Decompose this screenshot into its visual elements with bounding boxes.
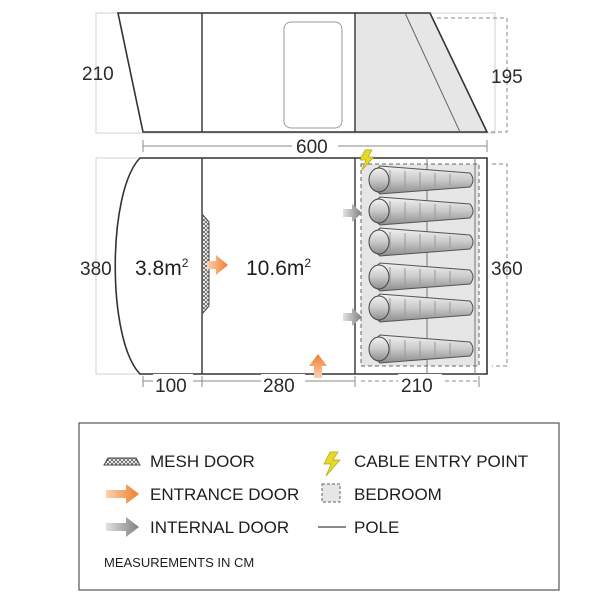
dim-label-bg bbox=[153, 374, 193, 396]
floor-width-right-label: 360 bbox=[491, 259, 523, 280]
length-dimension: 600 bbox=[142, 136, 488, 158]
length-label: 600 bbox=[296, 137, 328, 158]
legend-label-mesh-door: MESH DOOR bbox=[150, 452, 255, 471]
floor-mesh-door bbox=[201, 212, 210, 316]
floor-width-left-label: 380 bbox=[80, 259, 112, 280]
internal-door-arrow bbox=[343, 308, 362, 326]
legend: MESH DOOR CABLE ENTRY POINT ENTRANCE DOO… bbox=[78, 422, 560, 591]
floor-plan: 3.8m2 10.6m2 380 360 bbox=[80, 149, 523, 378]
legend-label-bedroom: BEDROOM bbox=[354, 485, 442, 504]
side-height-guide bbox=[437, 17, 508, 133]
sleeping-bag bbox=[368, 196, 474, 226]
side-tent-outline bbox=[117, 12, 489, 133]
side-pole bbox=[404, 12, 461, 133]
legend-label-internal-door: INTERNAL DOOR bbox=[150, 518, 289, 537]
entrance-door-arrow bbox=[309, 354, 327, 378]
side-height-left-label: 210 bbox=[82, 64, 114, 85]
orange-arrow-icon bbox=[106, 484, 139, 504]
floor-outline bbox=[114, 157, 488, 375]
sleeping-bag bbox=[368, 227, 474, 257]
sleeping-bag bbox=[368, 165, 474, 195]
side-height-right-label: 195 bbox=[491, 67, 523, 88]
side-view: 210 195 bbox=[82, 12, 523, 134]
sleeping-bags bbox=[368, 165, 474, 364]
segment-2-label: 280 bbox=[263, 376, 295, 397]
side-bedroom-shade bbox=[355, 13, 487, 132]
bottom-dimensions: 100 280 210 bbox=[142, 374, 480, 397]
legend-label-cable-entry: CABLE ENTRY POINT bbox=[354, 452, 528, 471]
floor-width-guide bbox=[492, 163, 508, 367]
segment-1-label: 100 bbox=[155, 376, 187, 397]
internal-door-arrow bbox=[343, 204, 362, 222]
lightning-icon bbox=[323, 451, 341, 477]
dashed-square-icon bbox=[321, 483, 341, 503]
sleeping-bag bbox=[368, 293, 474, 323]
cable-entry-icon bbox=[359, 149, 375, 171]
porch-area-label: 3.8m2 bbox=[135, 256, 189, 280]
living-area-label: 10.6m2 bbox=[246, 256, 311, 280]
measurements-note: MEASUREMENTS IN CM bbox=[104, 555, 254, 570]
grey-arrow-icon bbox=[106, 517, 139, 537]
side-window bbox=[283, 21, 343, 129]
mesh-door-icon bbox=[103, 457, 141, 466]
legend-label-entrance-door: ENTRANCE DOOR bbox=[150, 485, 299, 504]
entrance-door-arrow bbox=[207, 255, 228, 275]
segment-3-label: 210 bbox=[401, 376, 433, 397]
legend-box bbox=[78, 422, 560, 591]
length-dim-label-bg bbox=[292, 136, 338, 156]
dim-label-bg bbox=[261, 374, 305, 396]
legend-label-pole: POLE bbox=[354, 518, 399, 537]
sleeping-bag bbox=[368, 334, 474, 364]
dim-label-bg bbox=[398, 374, 442, 396]
sleeping-bag bbox=[368, 262, 474, 292]
